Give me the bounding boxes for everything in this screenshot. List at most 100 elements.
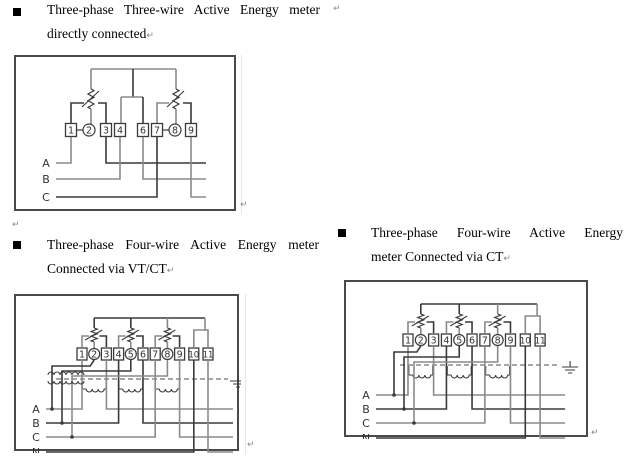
terminal-label-2: 2	[86, 126, 92, 137]
terminal-label-4: 4	[443, 336, 449, 347]
variable-arrow-icon	[121, 329, 140, 341]
variable-arrow-icon	[411, 315, 430, 327]
wire	[539, 346, 566, 439]
terminal-8	[491, 333, 504, 347]
current-transformer-icon	[154, 380, 180, 393]
wire	[207, 360, 233, 453]
junction-dot	[402, 407, 406, 411]
terminal-label-4: 4	[117, 126, 123, 137]
terminal-label-2: 2	[418, 336, 424, 347]
voltage-tap	[51, 359, 95, 409]
terminal-label-3: 3	[431, 336, 437, 347]
phase-line-C	[46, 360, 156, 438]
variable-arrow-icon	[449, 315, 468, 327]
paragraph-mark: ↵	[166, 266, 175, 276]
terminal-label-11: 11	[203, 351, 214, 361]
paragraph-mark: ↵	[503, 254, 511, 264]
terminal-label-7: 7	[154, 126, 160, 137]
line-label-C: C	[362, 417, 370, 430]
wire	[142, 137, 206, 180]
line-label-B: B	[42, 173, 50, 186]
line-label-N: N	[362, 432, 370, 439]
current-transformer-icon	[408, 366, 434, 379]
section-2-line2: Connected via VT/CT	[47, 261, 167, 276]
paragraph-mark: ↵	[333, 4, 341, 14]
wire	[445, 321, 454, 333]
terminal-label-3: 3	[103, 350, 109, 361]
terminal-label-3: 3	[103, 126, 109, 137]
terminal-label-6: 6	[469, 336, 475, 347]
line-label-A: A	[32, 403, 40, 416]
wire	[503, 321, 512, 333]
wire	[190, 137, 206, 198]
wire	[178, 360, 233, 438]
margin-line	[245, 294, 246, 454]
phase-line-A	[56, 137, 72, 164]
wire	[183, 102, 192, 123]
terminal-2	[82, 123, 96, 137]
square-bullet-icon	[338, 229, 346, 237]
wire	[524, 315, 541, 333]
junction-dot	[50, 407, 54, 411]
terminal-7	[150, 122, 164, 138]
section-3-heading: Three-phase Four-wire Active Energy mete…	[371, 221, 623, 271]
terminal-label-5: 5	[128, 350, 134, 361]
terminal-label-9: 9	[177, 350, 183, 361]
ground-icon	[230, 375, 241, 388]
wire	[465, 321, 473, 333]
terminal-label-10: 10	[188, 351, 199, 361]
terminal-6	[136, 122, 150, 138]
line-label-C: C	[32, 431, 40, 444]
wire	[509, 346, 566, 424]
terminal-3	[99, 122, 113, 138]
paragraph-mark: ↵	[146, 31, 154, 41]
line-label-A: A	[362, 389, 370, 402]
wire	[105, 137, 206, 164]
line-label-C: C	[42, 191, 50, 204]
terminal-label-10: 10	[520, 337, 531, 347]
section-3-line1: Three-phase Four-wire Active Energy	[371, 225, 623, 240]
voltage-tap	[71, 360, 169, 437]
junction-dot	[392, 393, 396, 397]
variable-arrow-icon	[158, 329, 176, 341]
junction-dot	[412, 421, 416, 425]
voltage-transformer-icon	[47, 371, 85, 376]
terminal-label-1: 1	[79, 350, 85, 361]
section-2-line1: Three-phase Four-wire Active Energy mete…	[47, 237, 319, 252]
variable-arrow-icon	[488, 315, 506, 327]
terminal-label-1: 1	[405, 336, 411, 347]
phase-line-C	[56, 137, 158, 198]
wire	[70, 102, 84, 123]
wire	[136, 335, 144, 347]
wire	[193, 329, 209, 347]
wire	[156, 102, 169, 123]
terminal-label-11: 11	[535, 337, 546, 347]
wire	[426, 321, 435, 333]
phase-line-A	[376, 346, 409, 396]
wire	[154, 335, 163, 347]
voltage-tap	[393, 345, 422, 395]
current-transformer-icon	[81, 380, 107, 393]
wire	[407, 321, 415, 333]
wire	[142, 360, 233, 424]
terminal-2	[88, 347, 101, 361]
ground-icon	[562, 361, 579, 374]
variable-arrow-icon	[84, 329, 103, 341]
voltage-transformer-icon	[47, 380, 85, 385]
voltage-tap	[403, 346, 461, 409]
line-label-A: A	[42, 157, 50, 170]
wire	[81, 335, 89, 347]
wire	[105, 360, 233, 410]
wire	[98, 102, 107, 123]
terminal-label-7: 7	[482, 336, 488, 347]
junction-dot	[70, 435, 74, 439]
junction-dot	[60, 421, 64, 425]
terminal-label-8: 8	[164, 350, 170, 361]
neutral-line-N	[46, 360, 195, 453]
paragraph-mark: ↵	[591, 428, 599, 438]
